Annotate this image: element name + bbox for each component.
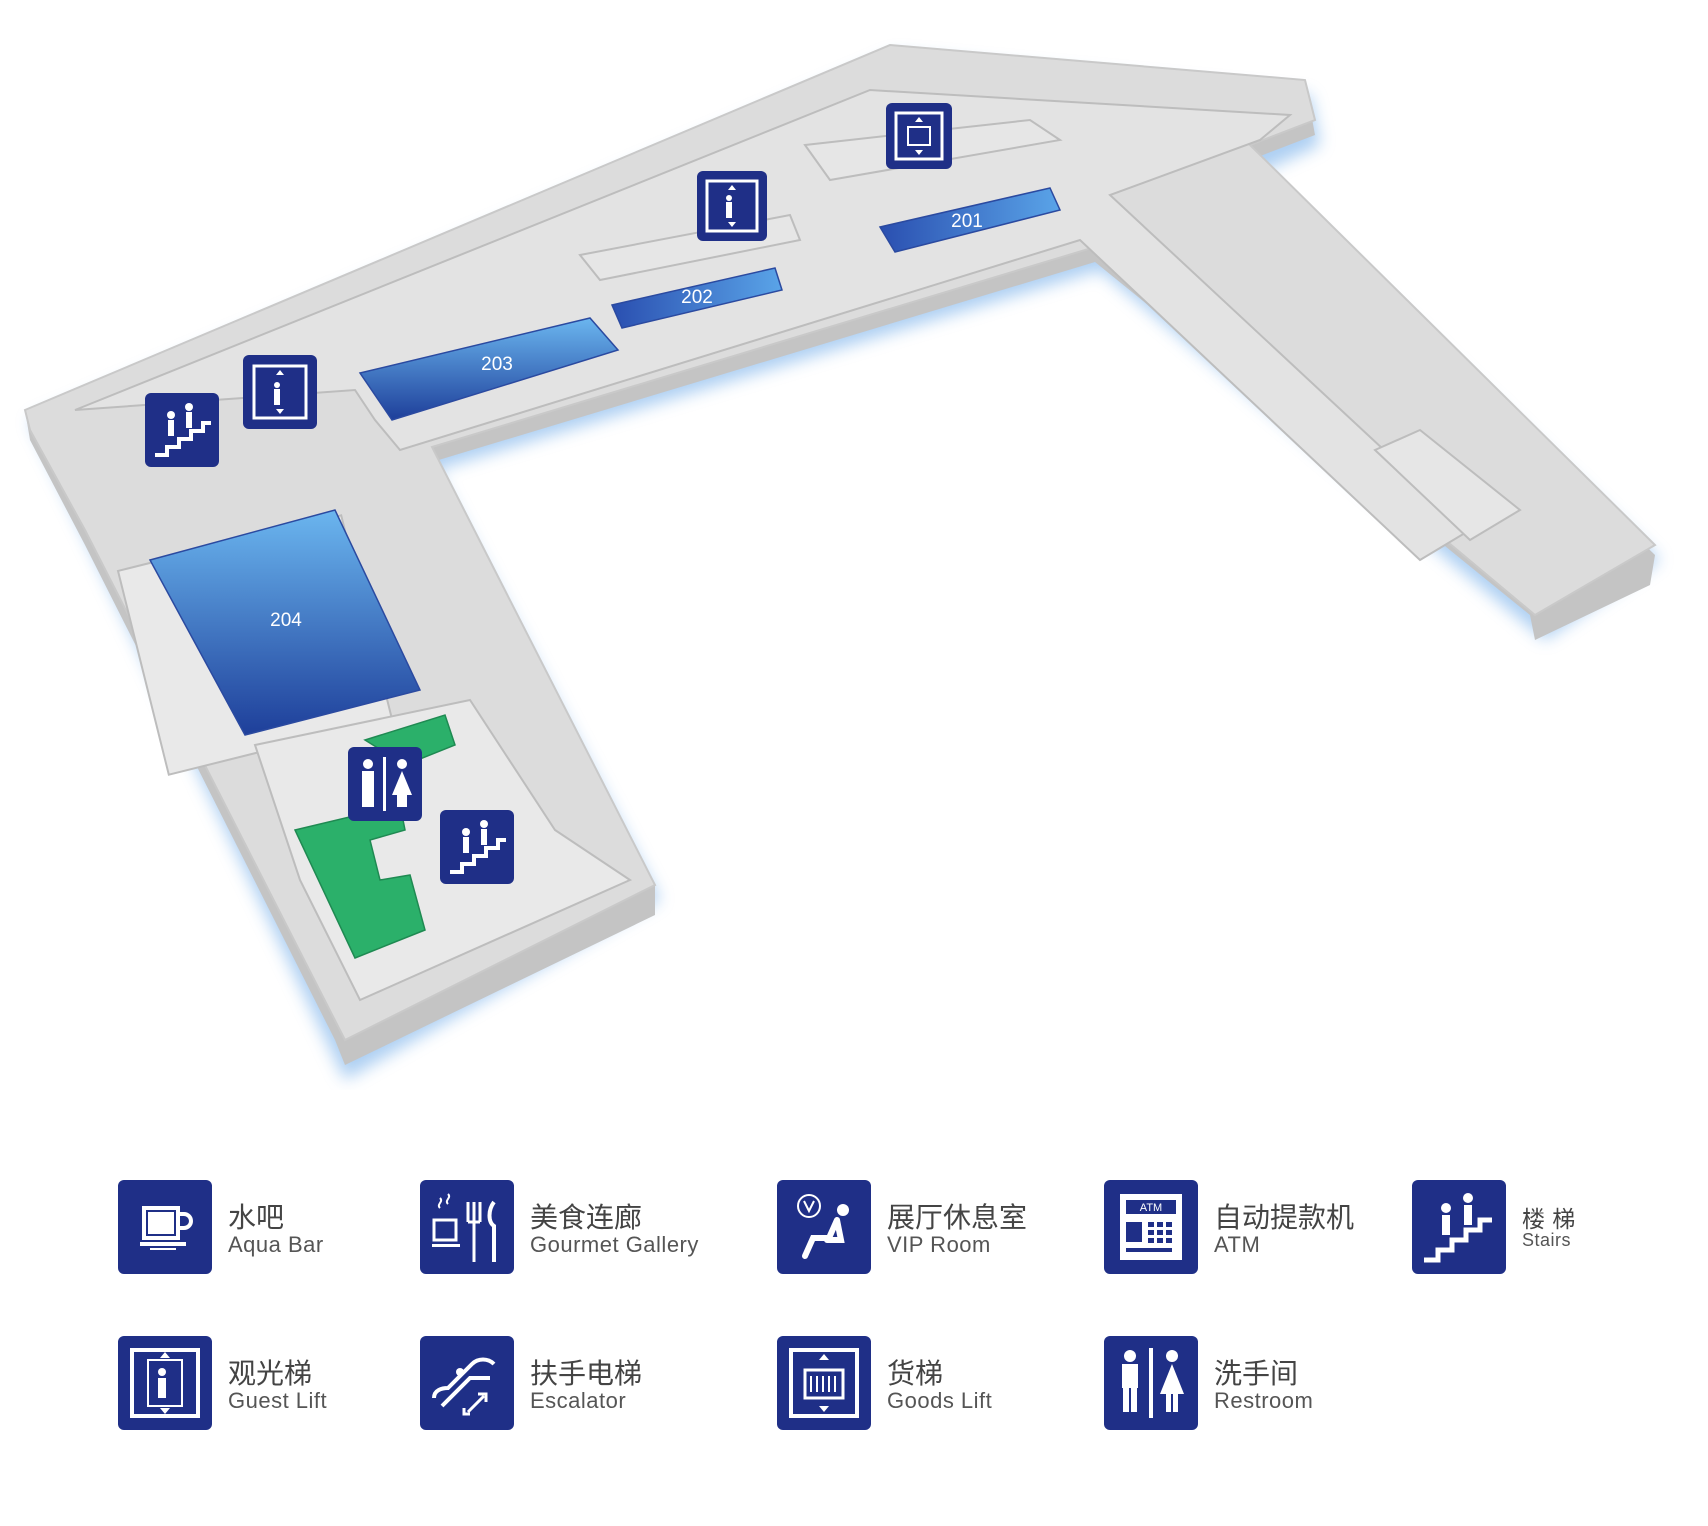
rooms <box>148 187 1062 736</box>
room-203-label: 203 <box>481 354 513 375</box>
legend-goods-lift-cn: 货梯 <box>887 1357 944 1390</box>
restroom-marker[interactable] <box>348 747 422 821</box>
room-labels: 204 203 202 201 <box>270 211 983 631</box>
legend-gourmet-gallery-en: Gourmet Gallery <box>530 1232 699 1257</box>
legend-stairs-cn: 楼 梯 <box>1522 1207 1576 1233</box>
legend-guest-lift-en: Guest Lift <box>228 1388 328 1413</box>
legend-goods-lift-en: Goods Lift <box>887 1388 993 1413</box>
guest-lift-marker[interactable] <box>243 355 317 429</box>
legend-aqua-bar-cn: 水吧 <box>228 1201 285 1234</box>
room-204-label: 204 <box>270 610 302 631</box>
legend-stairs-en: Stairs <box>1522 1230 1572 1250</box>
guest-lift-icon <box>118 1336 212 1430</box>
room-204 <box>148 509 422 736</box>
room-203 <box>358 317 620 421</box>
legend-vip-room-en: VIP Room <box>887 1232 991 1257</box>
gourmet-icon <box>420 1180 514 1274</box>
stairs-icon <box>1412 1180 1506 1274</box>
legend-guest-lift-cn: 观光梯 <box>228 1357 313 1390</box>
room-201 <box>878 187 1062 253</box>
atm-icon: ATM <box>1104 1180 1198 1274</box>
legend-aqua-bar: 水吧 Aqua Bar <box>118 1180 418 1280</box>
goods-lift-marker[interactable] <box>886 103 952 169</box>
legend-guest-lift: 观光梯 Guest Lift <box>118 1336 418 1436</box>
legend-escalator-cn: 扶手电梯 <box>530 1357 643 1390</box>
vip-room-icon <box>777 1180 871 1274</box>
map-markers <box>145 103 952 884</box>
escalator-icon <box>420 1336 514 1430</box>
legend-escalator-en: Escalator <box>530 1388 627 1413</box>
legend-restroom-en: Restroom <box>1214 1388 1314 1413</box>
legend-vip-room-cn: 展厅休息室 <box>887 1201 1028 1234</box>
guest-lift-marker[interactable] <box>697 171 767 241</box>
atm-icon-text: ATM <box>1140 1202 1162 1214</box>
room-202 <box>610 267 783 329</box>
room-201-label: 201 <box>951 211 983 232</box>
legend-goods-lift: 货梯 Goods Lift <box>777 1336 1077 1436</box>
goods-lift-icon <box>777 1336 871 1430</box>
legend-restroom: 洗手间 Restroom <box>1104 1336 1404 1436</box>
coffee-cup-icon <box>118 1180 212 1274</box>
stairs-marker[interactable] <box>145 393 219 467</box>
legend-gourmet-gallery: 美食连廊 Gourmet Gallery <box>420 1180 720 1280</box>
legend-restroom-cn: 洗手间 <box>1214 1357 1299 1390</box>
floor-map: 204 203 202 201 <box>23 43 1660 1080</box>
legend-atm-en: ATM <box>1214 1232 1261 1257</box>
legend-atm-cn: 自动提款机 <box>1214 1201 1355 1234</box>
legend-aqua-bar-en: Aqua Bar <box>228 1232 324 1257</box>
legend-vip-room: 展厅休息室 VIP Room <box>777 1180 1077 1280</box>
stairs-marker[interactable] <box>440 810 514 884</box>
room-202-label: 202 <box>681 287 713 308</box>
legend-atm: ATM 自动提款机 ATM <box>1104 1180 1404 1280</box>
legend-stairs: 楼 梯 Stairs <box>1412 1180 1708 1280</box>
legend-escalator: 扶手电梯 Escalator <box>420 1336 720 1436</box>
legend-gourmet-gallery-cn: 美食连廊 <box>530 1201 643 1234</box>
restroom-icon <box>1104 1336 1198 1430</box>
